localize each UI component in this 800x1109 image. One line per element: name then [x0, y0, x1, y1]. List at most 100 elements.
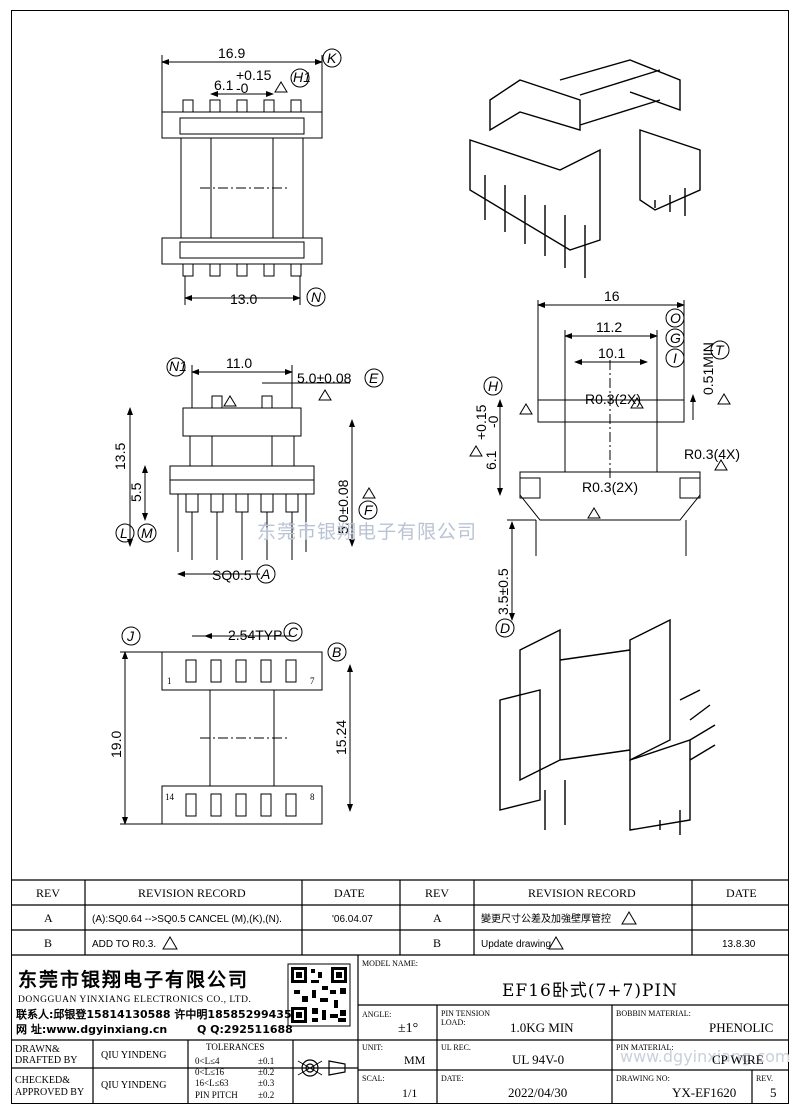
table-lines — [11, 879, 789, 1104]
dim-pin-height: 5.0±0.08 — [335, 479, 351, 534]
bottom-view — [120, 622, 353, 825]
dim-height-13-5: 13.5 — [112, 443, 128, 470]
label-n1: N1 — [169, 358, 187, 374]
label-t: T — [715, 342, 725, 358]
rev-label: REV. — [756, 1074, 773, 1083]
label-i: I — [673, 350, 677, 366]
label-f: F — [364, 502, 374, 518]
label-c: C — [288, 624, 299, 640]
scale-value: 1/1 — [402, 1086, 417, 1100]
dim-top-11-0: 11.0 — [226, 355, 252, 371]
checked-label: CHECKED& — [15, 1075, 70, 1086]
drawing-frame — [11, 10, 789, 1104]
approved-label: APPROVED BY — [15, 1087, 84, 1098]
dim-radius-c: R0.3(2X) — [582, 479, 638, 495]
pin-tension-label: PIN TENSION — [441, 1009, 490, 1018]
dim-center-5-0: 5.0±0.08 — [297, 370, 352, 386]
ul-label: UL REC. — [441, 1043, 471, 1052]
date-label: DATE: — [441, 1074, 464, 1083]
drawing-no: YX-EF1620 — [672, 1085, 736, 1100]
label-k: K — [327, 50, 337, 66]
unit-label: UNIT: — [362, 1043, 383, 1052]
label-h: H — [488, 378, 499, 394]
dim-min-0-51: 0.51MIN — [700, 342, 716, 395]
scale-label: SCAL: — [362, 1074, 385, 1083]
dim-radius-b: R0.3(4X) — [684, 446, 740, 462]
ul-value: UL 94V-0 — [512, 1052, 564, 1067]
load-value: 1.0KG MIN — [510, 1020, 574, 1035]
unit-value: MM — [404, 1053, 426, 1067]
tol-range-3: 16<L≤63 — [195, 1078, 229, 1088]
rev-row-a-record2: 變更尺寸公差及加強壁厚管控 — [481, 912, 611, 925]
date-value: 2022/04/30 — [508, 1085, 567, 1100]
rev-header-1: REV — [36, 886, 60, 900]
tol-range-2: 0<L≤16 — [195, 1067, 225, 1077]
watermark-site: www.dgyinxiang.com — [620, 1047, 791, 1066]
rev-row-b-record: ADD TO R0.3. — [92, 939, 156, 950]
dim-radius-a: R0.3(2X) — [585, 391, 641, 407]
dim-slot-tol-plus: +0.15 — [236, 67, 272, 83]
iso-view-bottom — [499, 618, 716, 835]
side-view — [469, 300, 731, 638]
dim-height-6-1: 6.1 — [483, 450, 499, 470]
angle-value: ±1° — [398, 1021, 418, 1036]
company-name-en: DONGGUAN YINXIANG ELECTRONICS CO., LTD. — [18, 995, 251, 1005]
tol-range-1: 0<L≤4 — [195, 1056, 220, 1066]
bobbin-material: PHENOLIC — [709, 1020, 773, 1035]
dim-height-tol-minus: -0 — [485, 415, 501, 428]
rev-row-a-record: (A):SQ0.64 -->SQ0.5 CANCEL (M),(K),(N). — [92, 914, 282, 925]
model-label: MODEL NAME: — [362, 959, 418, 968]
angle-label: ANGLE: — [362, 1010, 391, 1019]
rev-header-3: DATE — [334, 886, 365, 900]
pin-number-14: 14 — [165, 792, 175, 802]
tol-range-4: PIN PITCH — [195, 1090, 238, 1100]
dim-slot-tol-minus: -0 — [236, 80, 249, 96]
rev-row-b-record2: Update drawing — [481, 939, 551, 950]
label-g: G — [670, 330, 681, 346]
iso-view-top — [469, 59, 701, 278]
dim-lower-5-5: 5.5 — [128, 482, 144, 502]
dim-bottom-13-0: 13.0 — [230, 291, 257, 307]
dim-core-10-1: 10.1 — [598, 345, 625, 361]
rev-value: 5 — [770, 1085, 777, 1100]
rev-header-2: REVISION RECORD — [138, 886, 246, 900]
bottom-pins — [185, 659, 297, 817]
contact-line: 联系人:邱银登15814130588 许中明18585299435 — [16, 1007, 292, 1021]
dim-width-16: 16 — [604, 288, 620, 304]
rev-header-4: REV — [425, 886, 449, 900]
bobbin-material-label: BOBBIN MATERIAL: — [616, 1009, 691, 1018]
dim-pitch: 2.54TYP — [228, 627, 282, 643]
pin-material-label: PIN MATERIAL: — [616, 1043, 674, 1052]
tolerances-label: TOLERANCES — [206, 1042, 264, 1052]
drawn-label: DRAWN& — [15, 1044, 60, 1055]
drawing-no-label: DRAWING NO: — [616, 1074, 670, 1083]
drafted-label: DRAFTED BY — [15, 1055, 78, 1066]
front-view — [115, 357, 384, 584]
top-view — [161, 48, 342, 307]
pin-number-8: 8 — [310, 792, 315, 802]
rev-row-b-date2: 13.8.30 — [722, 939, 756, 950]
front-pins — [177, 493, 307, 560]
rev-row-a-rev: A — [44, 911, 53, 925]
dim-pin-length: 3.5±0.5 — [495, 568, 511, 615]
dim-depth-19-0: 19.0 — [108, 731, 124, 758]
web-line: 网 址:www.dgyinxiang.cn — [16, 1022, 167, 1036]
rev-row-a-date: '06.04.07 — [332, 914, 373, 925]
label-j: J — [126, 628, 135, 644]
tol-value-3: ±0.3 — [258, 1078, 275, 1088]
label-b: B — [332, 644, 341, 660]
rev-row-b-rev: B — [44, 936, 52, 950]
label-h1: H1 — [293, 69, 311, 85]
drawn-by: QIU YINDENG — [101, 1050, 166, 1061]
approved-by: QIU YINDENG — [101, 1080, 166, 1091]
qr-code — [287, 963, 351, 1027]
rev-header-6: DATE — [726, 886, 757, 900]
tol-value-4: ±0.2 — [258, 1090, 274, 1100]
dim-slot-6-1: 6.1 — [214, 77, 234, 93]
pin-material: CP WIRE — [712, 1052, 764, 1067]
dim-width-16-9: 16.9 — [218, 45, 245, 61]
label-l: L — [120, 525, 128, 541]
label-e: E — [369, 370, 379, 386]
pin-number-1: 1 — [167, 676, 172, 686]
label-n: N — [311, 289, 322, 305]
